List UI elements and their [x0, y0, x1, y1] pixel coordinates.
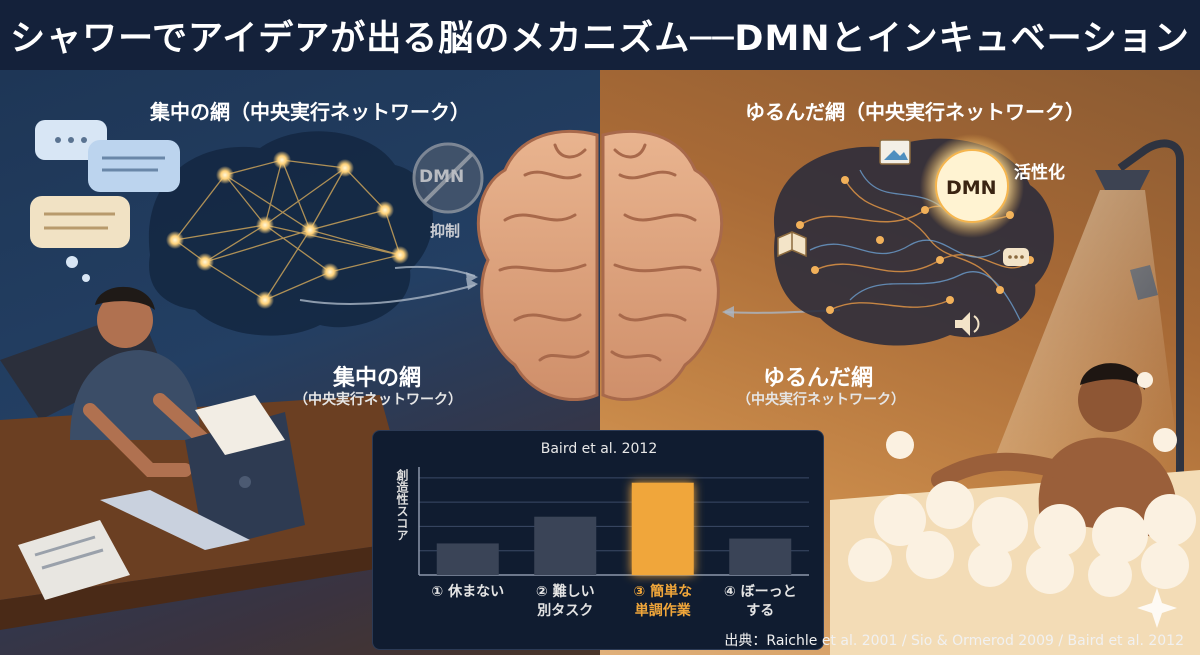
source-citation: 出典：Raichle et al. 2001 / Sio & Ormerod 2… — [724, 633, 1184, 649]
dmn-suppressed-state: 抑制 — [430, 222, 461, 240]
chart-title: Baird et al. 2012 — [540, 441, 658, 457]
chart-category-line: する — [746, 603, 775, 619]
chart-category-label-4: ④ ぼーっとする — [710, 583, 810, 621]
speech-icon — [1003, 248, 1029, 266]
relaxed-network-label: ゆるんだ網 — [763, 366, 874, 391]
dmn-active-state: 活性化 — [1014, 163, 1065, 183]
chart-bar-4 — [729, 538, 792, 575]
document-icon — [18, 395, 285, 600]
chart-bar-3 — [631, 482, 694, 575]
book-icon — [777, 231, 807, 258]
chart-bar-1 — [436, 543, 499, 575]
chart-y-axis-label: 創造性スコア — [395, 469, 409, 541]
chart-category-line: ④ ぼーっと — [723, 584, 797, 600]
speaker-icon — [955, 312, 980, 336]
chart-category-line: ② 難しい — [535, 584, 595, 600]
brain-icon — [476, 129, 724, 402]
chart-bar-2 — [534, 516, 597, 575]
chart-category-label-2: ② 難しい別タスク — [515, 583, 615, 621]
dmn-suppressed-icon — [412, 142, 484, 214]
creativity-chart-panel: Baird et al. 2012 創造性スコア ① 休まない ② 難しい別タスク… — [372, 430, 824, 650]
chat-bubble-icon — [30, 120, 180, 282]
person-bathing-illustration — [830, 363, 1200, 655]
focus-network-nodes — [166, 151, 409, 309]
creativity-bar-chart — [418, 467, 809, 576]
right-panel-heading: ゆるんだ網（中央実行ネットワーク） — [745, 100, 1085, 124]
chart-category-label-3: ③ 簡単な単調作業 — [613, 583, 713, 621]
sparkle-icon — [1137, 588, 1177, 628]
title-bar: シャワーでアイデアが出る脳のメカニズム──DMNとインキュベーション — [0, 0, 1200, 70]
dmn-suppressed-label: DMN — [419, 167, 465, 187]
dmn-active-icon — [920, 134, 1024, 238]
chart-category-line: ① 休まない — [431, 584, 505, 600]
page-title: シャワーでアイデアが出る脳のメカニズム──DMNとインキュベーション — [10, 18, 1190, 59]
left-panel-heading: 集中の網（中央実行ネットワーク） — [150, 100, 470, 124]
chart-category-line: 別タスク — [537, 603, 594, 619]
left-brain-silhouette — [148, 131, 433, 336]
chart-category-line: ③ 簡単な — [633, 584, 693, 600]
dmn-active-label: DMN — [946, 177, 997, 199]
chart-category-line: 単調作業 — [634, 603, 691, 619]
chart-category-label-1: ① 休まない — [418, 583, 518, 602]
laptop-icon — [100, 412, 305, 550]
picture-icon — [879, 139, 911, 165]
relaxed-network-sublabel: （中央実行ネットワーク） — [737, 392, 905, 408]
focus-network-sublabel: （中央実行ネットワーク） — [294, 392, 462, 408]
focus-network-label: 集中の網 — [333, 366, 422, 391]
